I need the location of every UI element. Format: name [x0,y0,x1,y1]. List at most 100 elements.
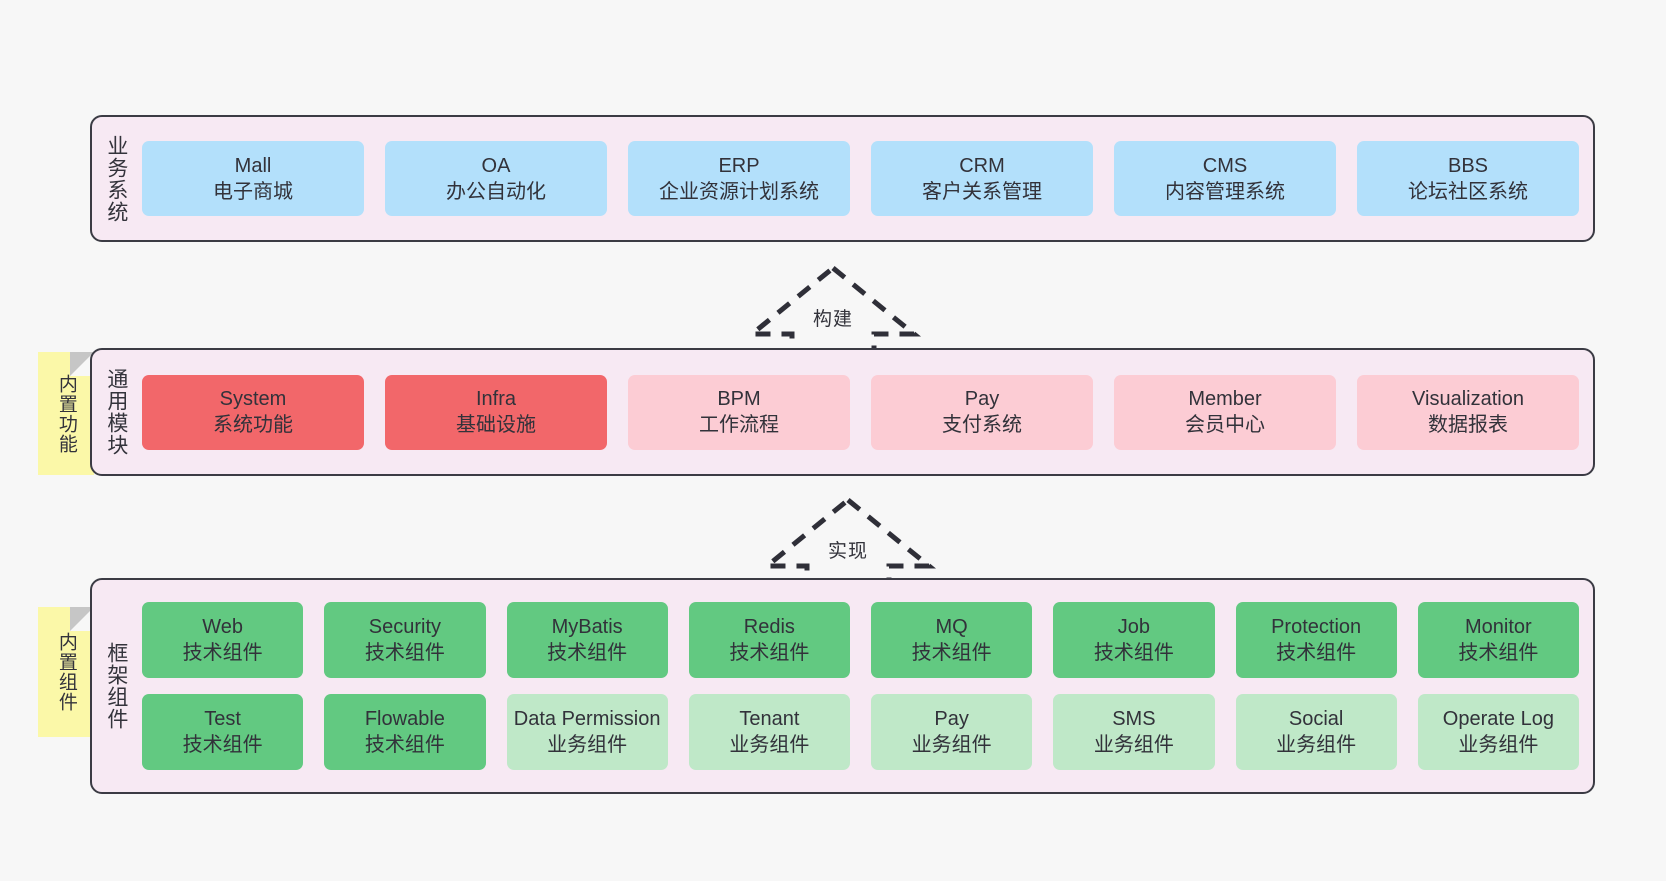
card-subtitle: 客户关系管理 [922,180,1042,203]
card-subtitle: 业务组件 [1276,734,1357,756]
framework-card-mybatis[interactable]: MyBatis 技术组件 [506,602,668,678]
framework-card-sms[interactable]: SMS 业务组件 [1053,694,1215,770]
framework-card-security[interactable]: Security 技术组件 [324,602,486,678]
framework-card-job[interactable]: Job 技术组件 [1053,602,1215,678]
card-title: MyBatis [551,616,623,638]
framework-row-business: Test 技术组件 Flowable 技术组件 Data Permission … [142,694,1579,770]
card-subtitle: 论坛社区系统 [1408,180,1528,203]
card-subtitle: 技术组件 [1276,642,1357,664]
layer-business-systems: 业务系统 Mall 电子商城 OA 办公自动化 ERP 企业资源计划系统 CRM… [90,115,1595,242]
business-card-oa[interactable]: OA 办公自动化 [385,141,607,216]
sticky-note-builtin-features: 内置功能 [38,352,94,475]
layer-business-label: 业务系统 [104,134,128,223]
card-subtitle: 技术组件 [729,642,810,664]
business-card-crm[interactable]: CRM 客户关系管理 [871,141,1093,216]
card-title: BPM [717,388,761,410]
framework-card-data-permission[interactable]: Data Permission 业务组件 [506,694,668,770]
card-title: CMS [1202,154,1248,177]
framework-card-protection[interactable]: Protection 技术组件 [1235,602,1397,678]
business-card-erp[interactable]: ERP 企业资源计划系统 [628,141,850,216]
card-subtitle: 电子商城 [213,180,293,203]
card-subtitle: 技术组件 [364,734,445,756]
framework-card-monitor[interactable]: Monitor 技术组件 [1417,602,1579,678]
card-subtitle: 业务组件 [1093,734,1174,756]
card-title: Job [1117,616,1150,638]
card-subtitle: 技术组件 [182,734,263,756]
card-title: Monitor [1465,616,1532,638]
card-title: Pay [934,708,969,730]
card-title: System [219,388,287,410]
sticky-note-label: 内置功能 [55,373,77,454]
card-subtitle: 工作流程 [699,414,779,436]
framework-card-redis[interactable]: Redis 技术组件 [688,602,850,678]
framework-card-mq[interactable]: MQ 技术组件 [871,602,1033,678]
card-title: Protection [1271,616,1362,638]
business-card-bbs[interactable]: BBS 论坛社区系统 [1357,141,1579,216]
layer-modules-label: 通用模块 [104,368,128,456]
connector-build-label: 构建 [812,309,853,330]
card-subtitle: 技术组件 [911,642,992,664]
module-card-visualization[interactable]: Visualization 数据报表 [1357,374,1579,450]
module-card-system[interactable]: System 系统功能 [142,374,364,450]
sticky-note-label: 内置组件 [55,632,77,712]
framework-card-social[interactable]: Social 业务组件 [1235,694,1397,770]
card-subtitle: 技术组件 [547,642,628,664]
module-card-infra[interactable]: Infra 基础设施 [385,374,607,450]
card-title: Social [1288,708,1344,730]
card-subtitle: 技术组件 [1458,642,1539,664]
card-subtitle: 支付系统 [942,414,1022,436]
module-card-member[interactable]: Member 会员中心 [1114,374,1336,450]
layer-framework-components: 框架组件 Web 技术组件 Security 技术组件 MyBatis 技术组件… [90,578,1595,794]
card-subtitle: 基础设施 [456,414,536,436]
card-subtitle: 业务组件 [547,734,628,756]
card-title: Operate Log [1442,708,1554,730]
card-subtitle: 办公自动化 [446,180,546,203]
card-title: Flowable [364,708,445,730]
card-title: BBS [1447,154,1489,177]
card-title: Redis [743,616,795,638]
module-card-bpm[interactable]: BPM 工作流程 [628,374,850,450]
layer-framework-label: 框架组件 [104,642,128,730]
business-row: Mall 电子商城 OA 办公自动化 ERP 企业资源计划系统 CRM 客户关系… [142,141,1579,216]
card-title: CRM [959,154,1005,177]
framework-card-test[interactable]: Test 技术组件 [142,694,304,770]
framework-row-tech: Web 技术组件 Security 技术组件 MyBatis 技术组件 Redi… [142,602,1579,678]
card-title: ERP [718,154,760,177]
card-subtitle: 业务组件 [1458,734,1539,756]
card-title: Visualization [1412,388,1524,410]
card-subtitle: 内容管理系统 [1165,180,1285,203]
card-title: Test [204,708,241,730]
framework-card-flowable[interactable]: Flowable 技术组件 [324,694,486,770]
layer-modules-body: System 系统功能 Infra 基础设施 BPM 工作流程 Pay 支付系统… [136,360,1579,464]
layer-common-modules: 通用模块 System 系统功能 Infra 基础设施 BPM 工作流程 Pay… [90,348,1595,476]
card-title: Infra [475,388,517,410]
card-title: OA [481,154,511,177]
card-subtitle: 技术组件 [182,642,263,664]
card-subtitle: 企业资源计划系统 [659,180,819,203]
card-title: Member [1188,388,1262,410]
framework-card-web[interactable]: Web 技术组件 [142,602,304,678]
card-title: Pay [964,388,1000,410]
business-card-mall[interactable]: Mall 电子商城 [142,141,364,216]
card-subtitle: 业务组件 [729,734,810,756]
card-title: Security [368,616,441,638]
modules-row: System 系统功能 Infra 基础设施 BPM 工作流程 Pay 支付系统… [142,374,1579,450]
connector-realize-label: 实现 [827,541,868,562]
card-subtitle: 技术组件 [364,642,445,664]
card-subtitle: 业务组件 [911,734,992,756]
sticky-note-builtin-components: 内置组件 [38,607,94,737]
card-subtitle: 技术组件 [1093,642,1174,664]
card-title: Tenant [739,708,800,730]
framework-card-operate-log[interactable]: Operate Log 业务组件 [1417,694,1579,770]
card-title: Web [202,616,243,638]
card-subtitle: 系统功能 [213,414,293,436]
framework-card-pay[interactable]: Pay 业务组件 [871,694,1033,770]
module-card-pay[interactable]: Pay 支付系统 [871,374,1093,450]
business-card-cms[interactable]: CMS 内容管理系统 [1114,141,1336,216]
card-title: SMS [1112,708,1156,730]
card-title: Data Permission [513,708,661,730]
card-title: MQ [935,616,968,638]
card-subtitle: 数据报表 [1428,414,1508,436]
framework-card-tenant[interactable]: Tenant 业务组件 [688,694,850,770]
card-subtitle: 会员中心 [1185,414,1265,436]
